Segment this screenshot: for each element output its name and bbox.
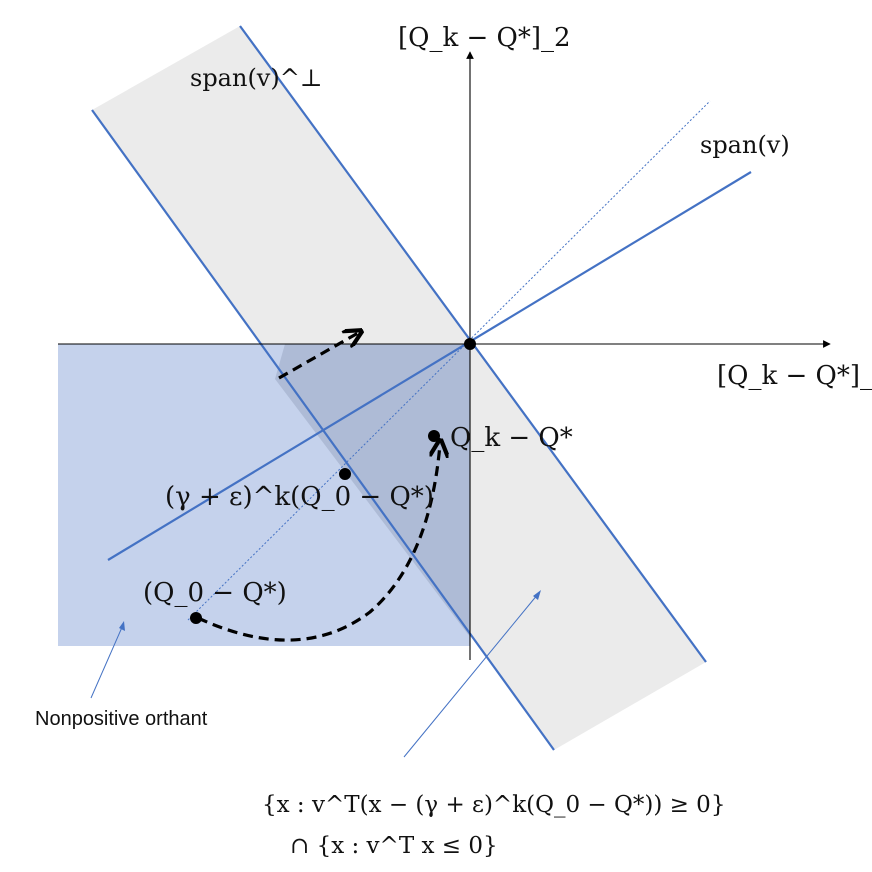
scaled-q0-point <box>339 468 351 480</box>
set-pointer-head <box>533 590 541 600</box>
x-axis-label: [Q_k − Q*]_1 <box>717 361 872 391</box>
diagonal-dotted-line <box>187 100 711 621</box>
orthant-pointer-line <box>90 624 124 699</box>
set-formula-line1: {x : v^T(x − (γ + ε)^k(Q_0 − Q*)) ≥ 0} <box>262 792 725 818</box>
span-perp-label: span(v)^⊥ <box>190 64 322 92</box>
set-pointer-line <box>403 593 539 758</box>
origin-point <box>464 338 476 350</box>
orthant-caption: Nonpositive orthant <box>35 708 208 730</box>
span-v-label: span(v) <box>700 131 790 159</box>
scaled-q0-label: (γ + ε)^k(Q_0 − Q*) <box>165 482 434 512</box>
q0-point <box>190 612 202 624</box>
span-v-line <box>107 171 752 561</box>
orthant-pointer-head <box>119 621 125 631</box>
qk-label: Q_k − Q* <box>450 423 573 453</box>
set-formula-line2: ∩ {x : v^T x ≤ 0} <box>290 833 498 859</box>
q0-label: (Q_0 − Q*) <box>143 578 287 608</box>
trajectory-arrow <box>197 444 440 642</box>
y-axis-label: [Q_k − Q*]_2 <box>398 23 571 53</box>
qk-point <box>428 430 440 442</box>
overlap-region <box>275 344 470 637</box>
